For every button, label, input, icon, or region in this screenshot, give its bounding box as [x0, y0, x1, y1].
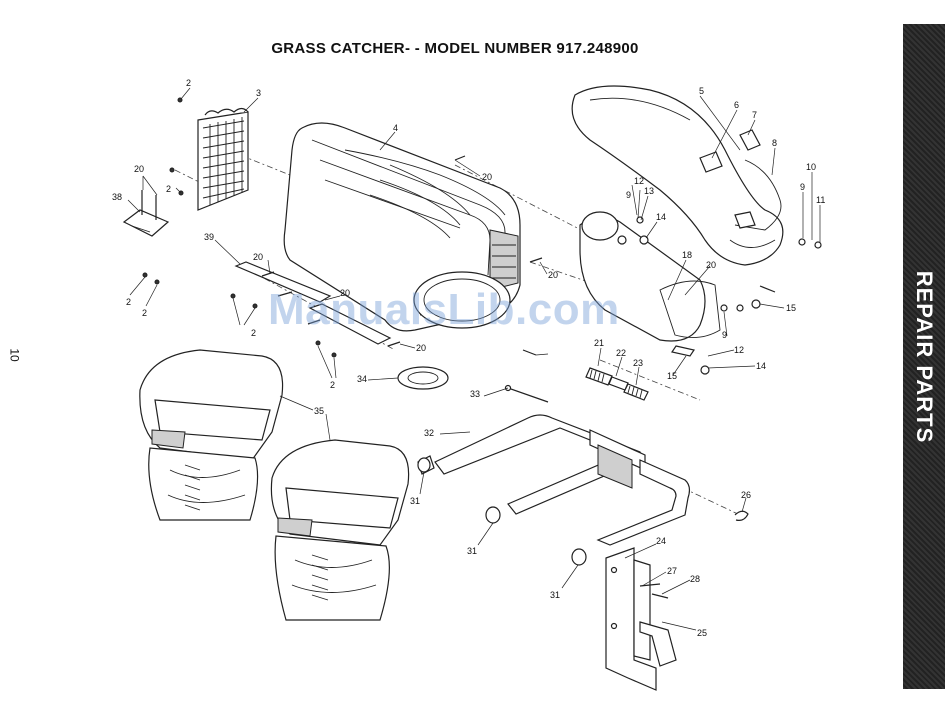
- callout-20: 20: [134, 164, 144, 174]
- callout-4: 4: [393, 123, 398, 133]
- callout-25: 25: [697, 628, 707, 638]
- ring-34: [398, 367, 448, 389]
- repair-parts-tab: REPAIR PARTS: [903, 24, 945, 689]
- callout-2: 2: [330, 380, 335, 390]
- callout-9: 9: [722, 330, 727, 340]
- callout-31: 31: [550, 590, 560, 600]
- callout-20: 20: [253, 252, 263, 262]
- callout-20: 20: [416, 343, 426, 353]
- callout-31: 31: [467, 546, 477, 556]
- handle-frame-32: [435, 415, 689, 545]
- watermark: ManualsLib.com: [268, 285, 620, 335]
- callout-35: 35: [314, 406, 324, 416]
- callout-2: 2: [186, 78, 191, 88]
- callout-9: 9: [626, 190, 631, 200]
- callout-20: 20: [482, 172, 492, 182]
- callout-24: 24: [656, 536, 666, 546]
- callout-38: 38: [112, 192, 122, 202]
- callout-20: 20: [706, 260, 716, 270]
- callout-15: 15: [786, 303, 796, 313]
- callout-8: 8: [772, 138, 777, 148]
- callout-2: 2: [166, 184, 171, 194]
- callout-26: 26: [741, 490, 751, 500]
- callout-2: 2: [142, 308, 147, 318]
- callout-34: 34: [357, 374, 367, 384]
- screen-panel: [198, 109, 248, 211]
- callout-12: 12: [734, 345, 744, 355]
- callout-14: 14: [656, 212, 666, 222]
- callout-2: 2: [126, 297, 131, 307]
- callout-28: 28: [690, 574, 700, 584]
- callout-2: 2: [251, 328, 256, 338]
- callout-39: 39: [204, 232, 214, 242]
- callout-32: 32: [424, 428, 434, 438]
- exploded-parts-diagram: 2 3 4 5 6 7 8 10 9 11 20 38 2 20 39 20 2…: [0, 0, 900, 723]
- catcher-bag-left: [140, 350, 283, 520]
- hitch-bracket-24: [606, 548, 676, 690]
- callout-23: 23: [633, 358, 643, 368]
- bracket-38: [124, 210, 168, 236]
- callout-5: 5: [699, 86, 704, 96]
- callout-9: 9: [800, 182, 805, 192]
- callout-20: 20: [548, 270, 558, 280]
- callout-22: 22: [616, 348, 626, 358]
- callout-31: 31: [410, 496, 420, 506]
- callout-7: 7: [752, 110, 757, 120]
- callout-3: 3: [256, 88, 261, 98]
- callout-14: 14: [756, 361, 766, 371]
- callout-33: 33: [470, 389, 480, 399]
- callout-13: 13: [644, 186, 654, 196]
- callout-27: 27: [667, 566, 677, 576]
- callout-21: 21: [594, 338, 604, 348]
- rod-33: [506, 386, 549, 403]
- callout-6: 6: [734, 100, 739, 110]
- callout-10: 10: [806, 162, 816, 172]
- callout-12: 12: [634, 176, 644, 186]
- repair-parts-tab-label: REPAIR PARTS: [911, 270, 937, 443]
- callout-11: 11: [816, 195, 825, 205]
- callout-15: 15: [667, 371, 677, 381]
- catcher-bag-right: [271, 440, 408, 620]
- callout-18: 18: [682, 250, 692, 260]
